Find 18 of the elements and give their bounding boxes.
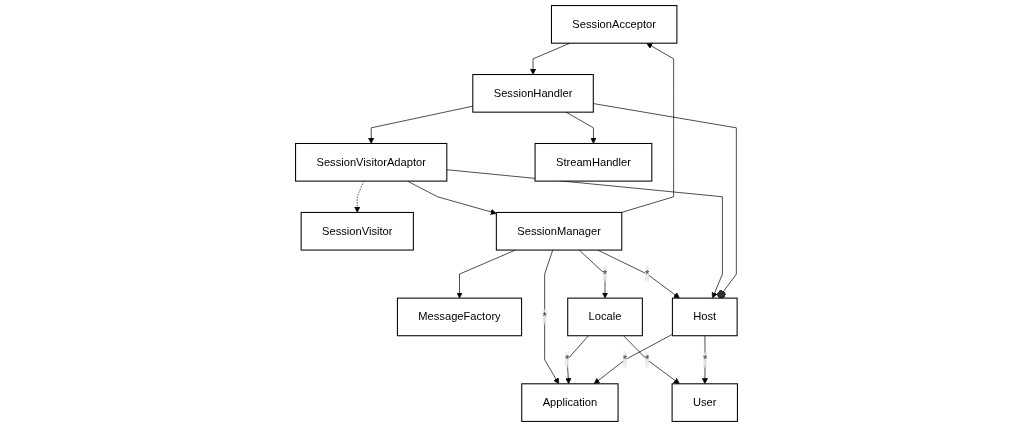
node-box: SessionVisitor — [300, 211, 414, 251]
node-box: Application — [521, 383, 619, 422]
edge-label: * — [542, 310, 547, 323]
edge-label: * — [644, 267, 650, 280]
node-box: SessionVisitorAdaptor — [295, 142, 448, 182]
node-box: SessionHandler — [472, 74, 594, 113]
node-box: SessionAcceptor — [550, 5, 678, 44]
edge-label: * — [644, 353, 650, 366]
edge-label: * — [564, 353, 570, 366]
node-box: StreamHandler — [534, 142, 653, 182]
node-box: User — [671, 383, 738, 422]
edge-label: * — [602, 267, 608, 280]
node-box: Locale — [567, 297, 643, 337]
node-box: Host — [671, 297, 738, 337]
node-box: SessionManager — [495, 211, 623, 251]
edge-label: * — [702, 353, 708, 366]
edge-label: * — [622, 353, 628, 366]
node-box: MessageFactory — [396, 297, 523, 337]
